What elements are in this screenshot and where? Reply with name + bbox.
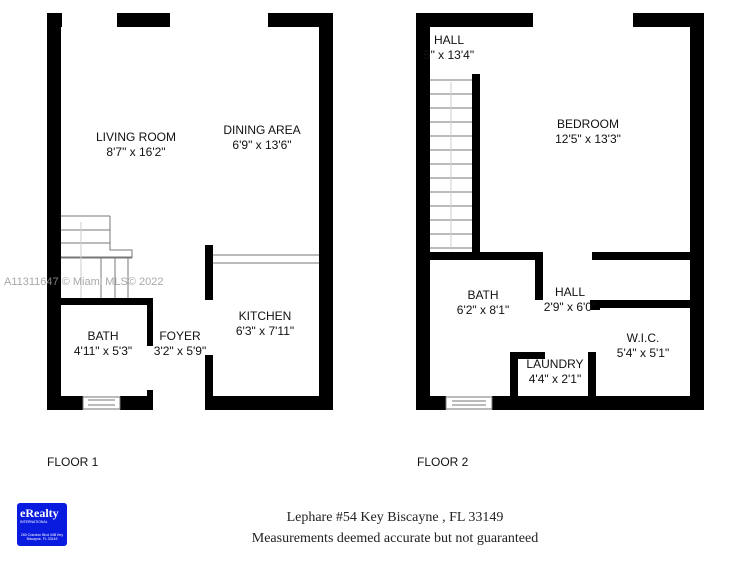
- room-size: 4'4" x 2'1": [528, 372, 582, 386]
- logo-name: eRealty: [20, 506, 59, 520]
- room-size: 6'2" x 8'1": [456, 303, 510, 317]
- room-size: 6'3" x 7'11": [235, 324, 295, 338]
- room-name: LAUNDRY: [526, 357, 584, 371]
- footer-address: Lephare #54 Key Biscayne , FL 33149: [286, 510, 504, 525]
- floor-2-fixtures: [430, 79, 493, 410]
- room-size: 2'9" x 6'0": [543, 300, 597, 314]
- brand-logo: eRealty INTERNATIONAL 260 Crandon Blvd 4…: [17, 503, 67, 546]
- footer-disclaimer: Measurements deemed accurate but not gua…: [251, 531, 539, 546]
- floor-2-label: FLOOR 2: [417, 455, 469, 469]
- room-name: HALL: [554, 285, 586, 299]
- room-size: 6'9" x 13'6": [232, 138, 292, 152]
- room-name: KITCHEN: [238, 309, 292, 323]
- room-name: BATH: [467, 288, 499, 302]
- room-name: FOYER: [159, 329, 201, 343]
- room-size: 12'5" x 13'3": [555, 132, 621, 146]
- floor-1-walls: [47, 13, 333, 410]
- logo-address: 260 Crandon Blvd 44B Key Biscayne, FL 33…: [20, 533, 64, 541]
- room-name: DINING AREA: [223, 123, 301, 137]
- room-size: 5" x 13'4": [423, 48, 475, 62]
- floor-1-fixtures: [61, 215, 319, 410]
- logo-sub: INTERNATIONAL: [20, 520, 48, 524]
- room-name: LIVING ROOM: [95, 130, 177, 144]
- room-name: W.I.C.: [626, 331, 660, 345]
- floor-1-label: FLOOR 1: [47, 455, 99, 469]
- room-size: 3'2" x 5'9": [153, 344, 207, 358]
- room-size: 8'7" x 16'2": [106, 145, 166, 159]
- room-wic: W.I.C.5'4" x 5'1": [617, 331, 669, 361]
- floor-2-walls: [416, 13, 704, 410]
- watermark: A11311647 © Miami MLS© 2022: [4, 276, 164, 288]
- room-name: HALL: [433, 33, 465, 47]
- room-name: BATH: [87, 329, 119, 343]
- room-name: BEDROOM: [556, 117, 619, 131]
- room-size: 5'4" x 5'1": [616, 346, 670, 360]
- room-size: 4'11" x 5'3": [73, 344, 133, 358]
